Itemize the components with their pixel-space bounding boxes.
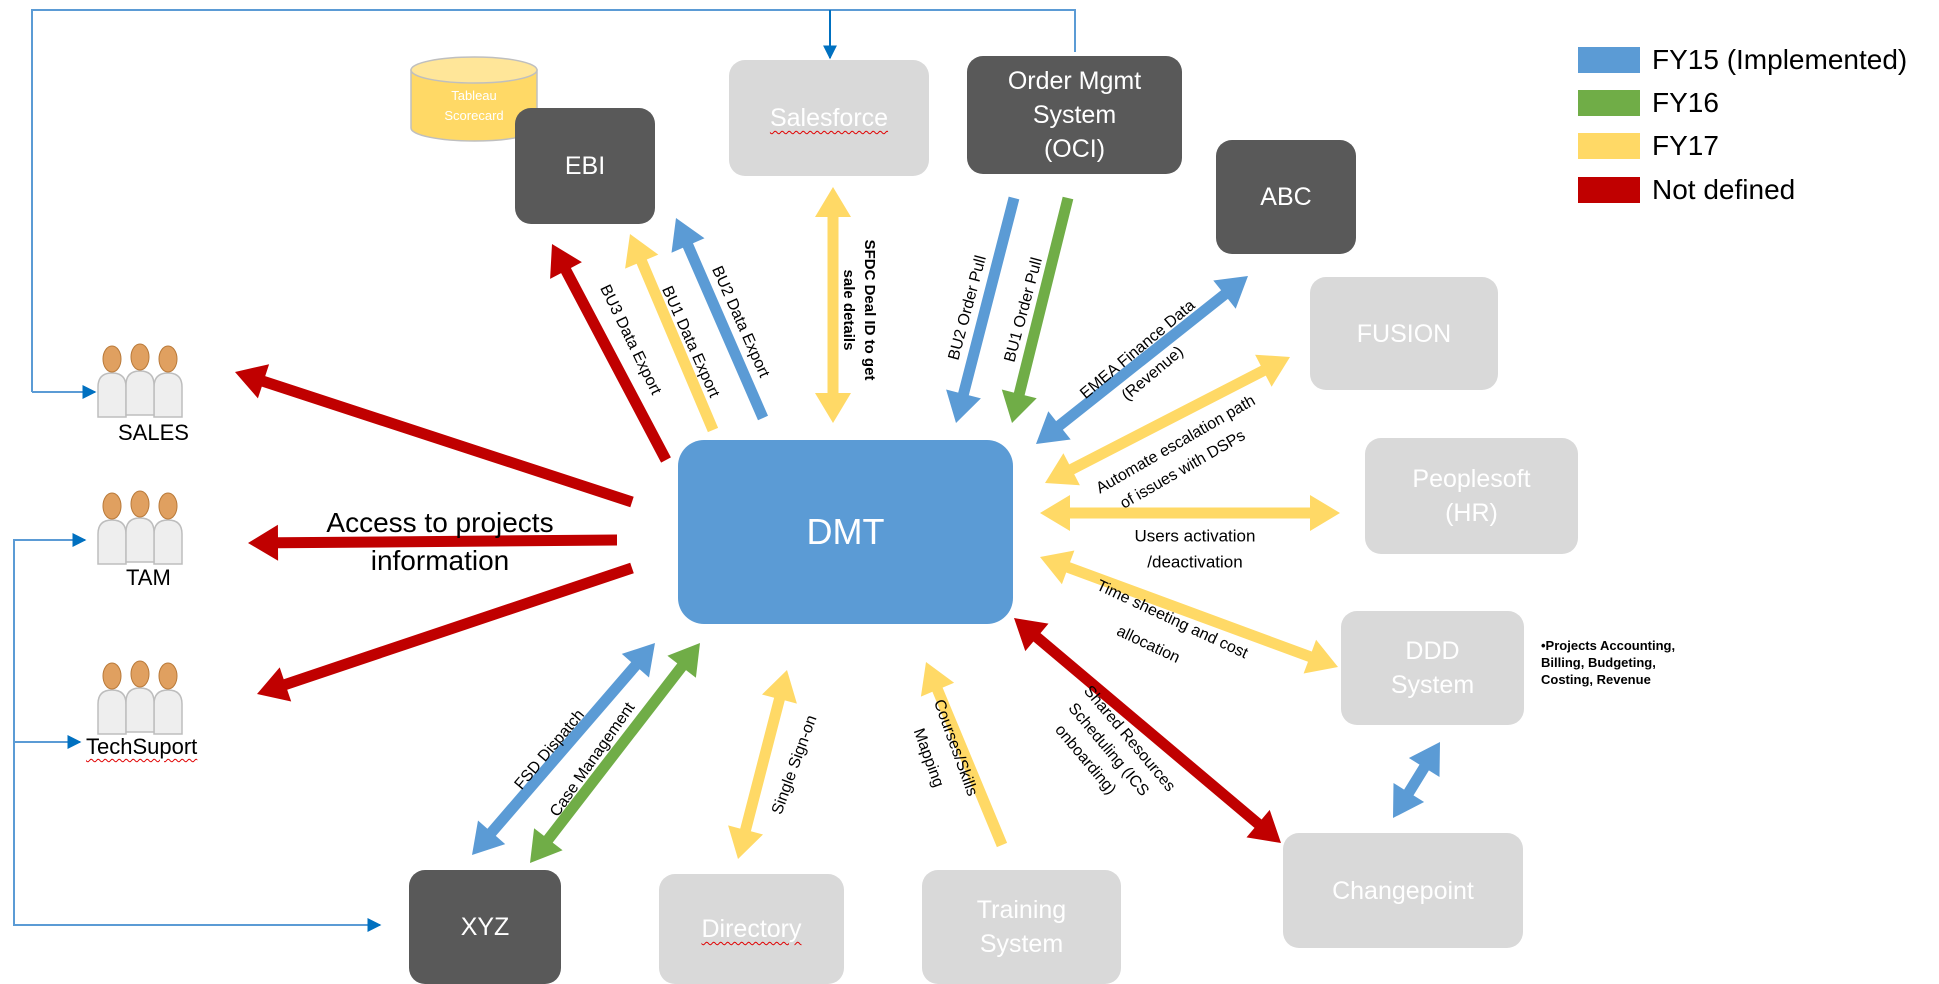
peoplesoft-box[interactable]: Peoplesoft (HR) — [1365, 438, 1578, 554]
tam-label: TAM — [126, 565, 171, 590]
legend-swatch — [1578, 177, 1640, 203]
ddd-system-box[interactable]: DDD System — [1341, 611, 1524, 725]
arrow-bu1-export — [625, 234, 719, 433]
arrow-sso — [728, 670, 797, 859]
ddd-system-label: DDD System — [1390, 637, 1475, 699]
edge-label-users-2: /deactivation — [1147, 552, 1242, 571]
techsupport-label: TechSuport — [86, 734, 198, 759]
legend-label: FY17 — [1652, 130, 1719, 161]
legend-label: Not defined — [1652, 174, 1796, 205]
edge-label-sfdc-2: sale details — [840, 270, 857, 351]
abc-label: ABC — [1260, 183, 1312, 211]
arrow-escalation — [1045, 354, 1290, 486]
arrow-bu3-export — [550, 244, 671, 463]
dmt-label: DMT — [806, 511, 885, 552]
tam-group-icon — [97, 490, 183, 565]
sales-group-icon — [97, 343, 183, 418]
techsupport-group-icon — [97, 660, 183, 735]
arrow-case — [530, 643, 700, 863]
edge-label-sfdc-1: SFDC Deal ID to get — [861, 240, 878, 381]
legend-item: FY15 (Implemented) — [1578, 44, 1907, 76]
ddd-note: •Projects Accounting, Billing, Budgeting… — [1541, 638, 1676, 687]
tableau-label-2: Scorecard — [444, 108, 503, 123]
arrow-dmt-sales — [235, 364, 634, 508]
order-mgmt-label: Order Mgmt System (OCI) — [1007, 67, 1142, 163]
arrow-time — [1040, 550, 1338, 674]
ebi-box[interactable]: EBI — [515, 108, 655, 224]
sales-label: SALES — [118, 420, 189, 445]
arrow-bu2-pull — [946, 196, 1020, 423]
changepoint-box[interactable]: Changepoint — [1283, 833, 1523, 948]
arrow-ddd-changepoint — [1393, 742, 1440, 818]
arrow-shared — [1014, 618, 1281, 843]
legend-swatch — [1578, 47, 1640, 73]
arrow-users — [1040, 495, 1340, 531]
peoplesoft-label: Peoplesoft (HR) — [1412, 465, 1531, 527]
arrow-courses — [920, 662, 1008, 848]
dmt-box[interactable]: DMT — [678, 440, 1013, 624]
salesforce-label: Salesforce — [769, 104, 889, 132]
order-mgmt-box[interactable]: Order Mgmt System (OCI) — [967, 56, 1182, 174]
directory-box[interactable]: Directory — [659, 874, 844, 984]
arrow-bu2-export — [671, 218, 768, 421]
arrow-sfdc — [815, 187, 851, 423]
connector-lines — [13, 9, 1076, 932]
fusion-label: FUSION — [1356, 319, 1452, 348]
arrow-dmt-techsupport — [257, 562, 634, 702]
arrow-fsd — [472, 643, 655, 855]
tableau-scorecard-cylinder: Tableau Scorecard — [410, 56, 538, 142]
salesforce-box[interactable]: Salesforce — [729, 60, 929, 176]
edge-label-courses-2: Mapping — [910, 726, 947, 789]
tableau-label-1: Tableau — [451, 88, 497, 103]
legend-swatch — [1578, 90, 1640, 116]
legend-item: FY17 — [1578, 130, 1719, 162]
legend-swatch — [1578, 133, 1640, 159]
fusion-box[interactable]: FUSION — [1310, 277, 1498, 390]
xyz-label: XYZ — [460, 913, 510, 941]
abc-box[interactable]: ABC — [1216, 140, 1356, 254]
access-projects-label: Access to projects information — [326, 507, 554, 576]
top-connector-line — [31, 9, 1076, 392]
arrow-bu1-pull — [1001, 196, 1074, 423]
xyz-connector-line — [13, 742, 382, 932]
training-system-label: Training System — [976, 896, 1067, 958]
tam-connector-line — [13, 533, 87, 742]
changepoint-label: Changepoint — [1332, 876, 1474, 905]
arrow-emea — [1036, 276, 1248, 444]
legend-label: FY16 — [1652, 87, 1719, 118]
legend-item: FY16 — [1578, 87, 1719, 119]
directory-label: Directory — [701, 915, 802, 943]
arrow-dmt-tam — [248, 524, 617, 561]
legend-label: FY15 (Implemented) — [1652, 44, 1908, 75]
people-icons — [97, 343, 183, 735]
edge-label-users-1: Users activation — [1135, 526, 1256, 545]
legend-item: Not defined — [1578, 174, 1795, 206]
xyz-box[interactable]: XYZ — [409, 870, 561, 984]
arrows — [235, 187, 1440, 863]
training-system-box[interactable]: Training System — [922, 870, 1121, 984]
ebi-label: EBI — [564, 152, 606, 180]
edge-label-time-2: allocation — [1114, 623, 1182, 667]
